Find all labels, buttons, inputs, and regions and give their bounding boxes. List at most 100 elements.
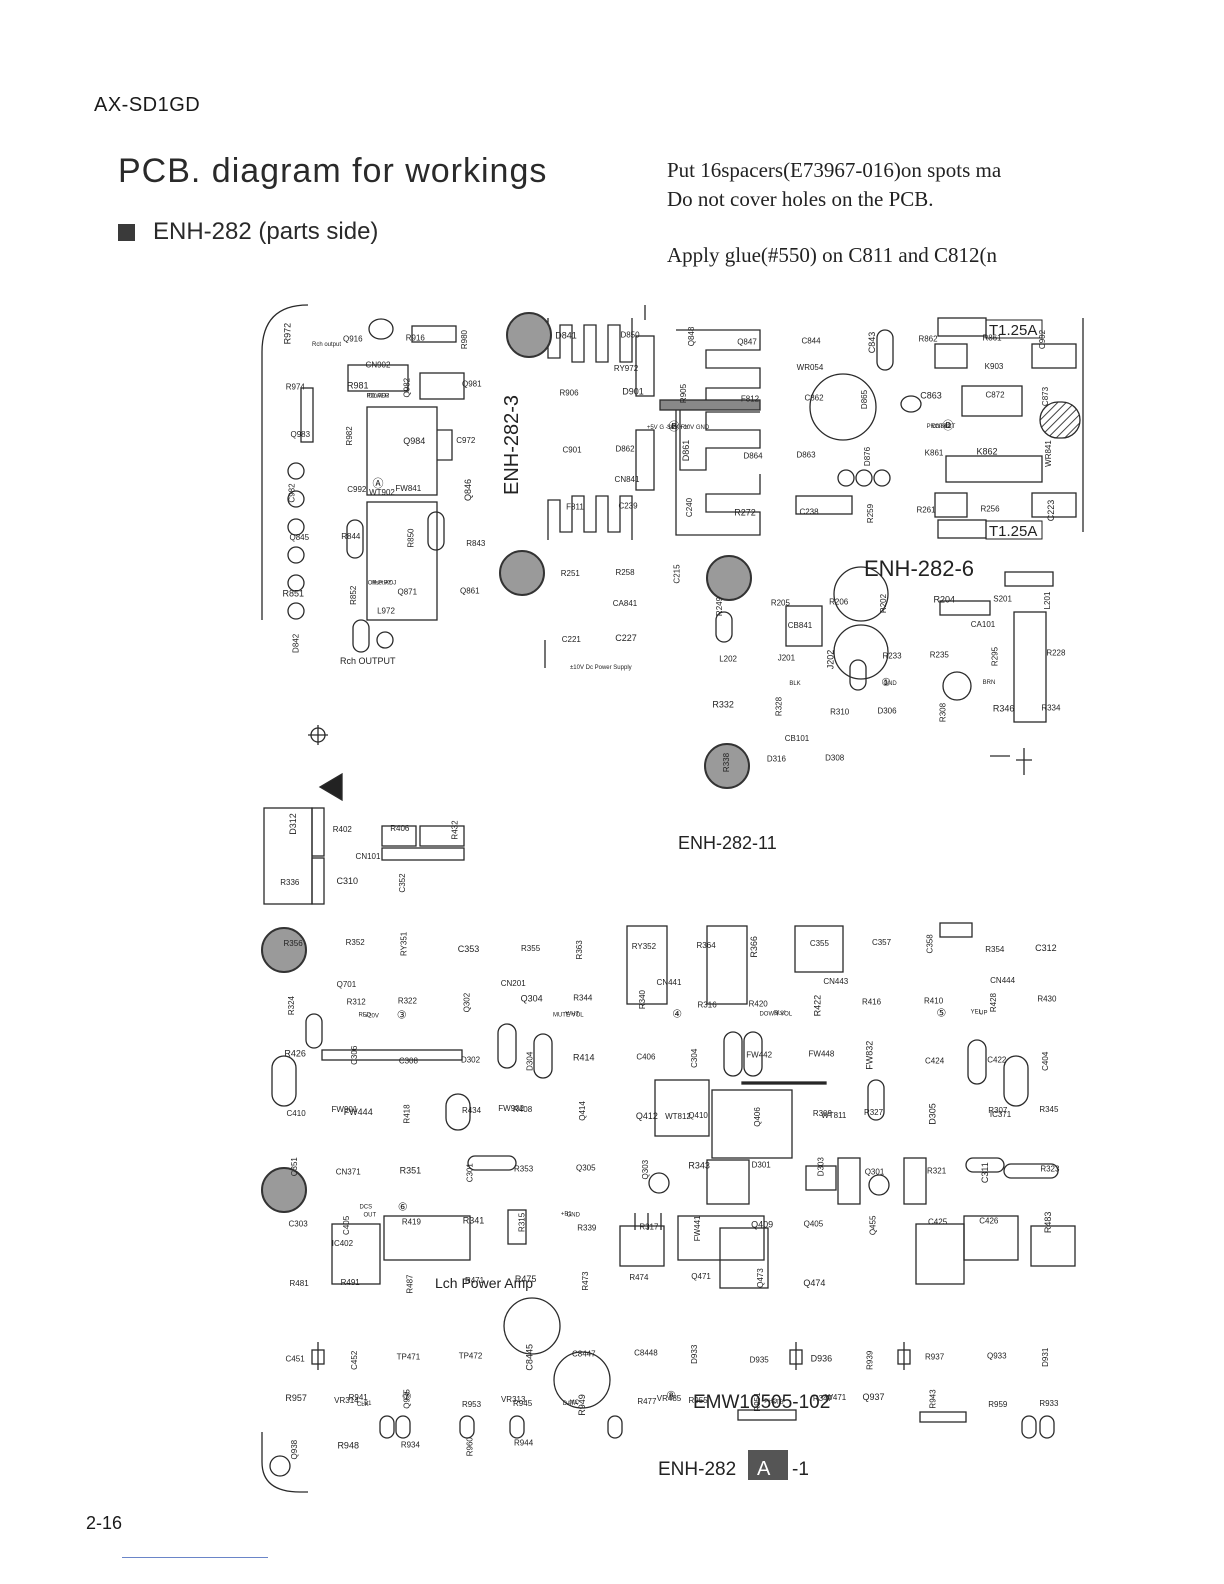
part-label: Q984 bbox=[403, 436, 425, 446]
connector-cn972 bbox=[419, 372, 465, 400]
part-label: R315 bbox=[518, 1212, 527, 1232]
connector-tp472 bbox=[1030, 1225, 1076, 1267]
part-label: D303 bbox=[816, 1157, 825, 1177]
part-label: C351 bbox=[290, 1157, 299, 1177]
part-label: R422 bbox=[812, 995, 822, 1017]
connector-label: CB841 bbox=[788, 621, 813, 630]
part-label: R487 bbox=[405, 1274, 414, 1294]
part-label: R316 bbox=[698, 1001, 718, 1010]
part-label: R434 bbox=[462, 1106, 482, 1115]
page-number: 2-16 bbox=[86, 1513, 123, 1533]
part-label: R937 bbox=[925, 1352, 945, 1361]
part-label: R259 bbox=[866, 503, 875, 523]
connector-label: IC371 bbox=[990, 1110, 1012, 1119]
silkscreen-note: +B1 bbox=[561, 1212, 573, 1218]
part-label: R430 bbox=[1037, 995, 1057, 1004]
connector-label: Q701 bbox=[337, 980, 357, 989]
part-label: Q933 bbox=[987, 1351, 1007, 1360]
part-label: F812 bbox=[741, 395, 760, 404]
part-label: R861 bbox=[982, 334, 1002, 343]
part-label: R322 bbox=[398, 997, 418, 1006]
part-label: FW832 bbox=[865, 1041, 875, 1070]
part-label: C352 bbox=[398, 873, 407, 893]
part-label: D863 bbox=[796, 451, 816, 460]
pin-label: MUTE VOL bbox=[553, 1013, 584, 1019]
pin-label: GND bbox=[883, 681, 897, 687]
connector-wt811 bbox=[945, 455, 1043, 483]
fuse-label-f811: T1.25A bbox=[989, 523, 1037, 540]
part-label: R347 bbox=[813, 1394, 833, 1403]
capacitor-large bbox=[833, 624, 889, 680]
connector-label: CA101 bbox=[971, 620, 996, 629]
part-label: C405 bbox=[342, 1215, 351, 1235]
connector-label: WT902 bbox=[369, 488, 395, 497]
diode-d936 bbox=[897, 1349, 911, 1365]
connector-cn444 bbox=[915, 1223, 965, 1285]
capacitor-c902 bbox=[876, 329, 894, 371]
part-label: Q845 bbox=[290, 533, 310, 542]
page-title: PCB. diagram for workings bbox=[118, 152, 548, 190]
part-label: R974 bbox=[286, 383, 306, 392]
part-label: D862 bbox=[615, 445, 635, 454]
connector-label: FW902 bbox=[498, 1104, 524, 1113]
pin-label: +20V bbox=[365, 1014, 379, 1020]
capacitor-icon bbox=[867, 1079, 885, 1121]
part-label: C227 bbox=[615, 633, 637, 643]
part-label: FW841 bbox=[395, 484, 421, 493]
part-label: R323 bbox=[1040, 1165, 1060, 1174]
section-label-lch-power-amp: Lch Power Amp bbox=[435, 1275, 533, 1291]
capacitor-icon bbox=[967, 1039, 987, 1085]
part-label: C223 bbox=[1046, 500, 1056, 522]
part-label: R272 bbox=[734, 508, 756, 518]
transistor-icon bbox=[287, 574, 305, 592]
part-label: C972 bbox=[456, 436, 476, 445]
component-box bbox=[507, 1209, 527, 1245]
connector-label: RY972 bbox=[614, 364, 639, 373]
part-label: C843 bbox=[867, 332, 877, 354]
spacer-spot-icon bbox=[499, 550, 545, 596]
part-label: Q405 bbox=[804, 1219, 824, 1228]
connector-label: CN201 bbox=[501, 979, 526, 988]
capacitor-c303 bbox=[965, 1157, 1005, 1173]
pin-label: PROTECT bbox=[927, 424, 956, 430]
part-label: R420 bbox=[749, 1000, 769, 1009]
part-label: R309 bbox=[813, 1109, 833, 1118]
connector-label: WT811 bbox=[821, 1111, 847, 1120]
fuse-label-box-f812 bbox=[985, 319, 1043, 339]
capacitor-c410 bbox=[305, 1013, 323, 1049]
terminal-block bbox=[837, 1157, 861, 1205]
capacitor-c444-block bbox=[963, 1215, 1019, 1261]
spacer-spot-icon bbox=[704, 743, 750, 789]
connector-cn372 bbox=[794, 925, 844, 973]
part-label: R906 bbox=[559, 389, 579, 398]
capacitor-c441-block bbox=[383, 1215, 471, 1261]
connector-label: CN443 bbox=[823, 977, 848, 986]
part-label: R428 bbox=[989, 992, 998, 1012]
part-label: C901 bbox=[562, 446, 582, 455]
diode-d935 bbox=[789, 1349, 803, 1365]
part-label: R491 bbox=[341, 1278, 361, 1287]
part-label: R324 bbox=[287, 995, 296, 1015]
part-label: C221 bbox=[562, 635, 582, 644]
part-label: R474 bbox=[629, 1273, 649, 1282]
part-label: Q473 bbox=[756, 1268, 765, 1288]
part-label: D901 bbox=[622, 387, 644, 397]
part-label: R251 bbox=[561, 569, 581, 578]
connector-cn201 bbox=[1004, 571, 1054, 587]
part-label: R332 bbox=[712, 700, 734, 710]
connector-c309 bbox=[939, 922, 973, 938]
part-label: R204 bbox=[934, 595, 956, 605]
board-label-enh282-6: ENH-282-6 bbox=[864, 556, 974, 581]
spacer-spot-icon bbox=[261, 1167, 307, 1213]
note-holes: Do not cover holes on the PCB. bbox=[667, 187, 934, 211]
board-subtitle: ENH-282 (parts side) bbox=[118, 218, 378, 246]
connector-label: VR313 bbox=[501, 1395, 526, 1404]
capacitor-icon bbox=[1021, 1415, 1037, 1439]
inductor-l201 bbox=[1016, 748, 1032, 775]
part-label: S201 bbox=[993, 595, 1012, 604]
part-label: Q414 bbox=[578, 1101, 587, 1121]
connector-label: CB101 bbox=[785, 734, 810, 743]
fuse-label-box-f811 bbox=[985, 520, 1043, 540]
part-label: Q304 bbox=[521, 994, 543, 1004]
silkscreen-note: RED bbox=[358, 1013, 371, 1019]
